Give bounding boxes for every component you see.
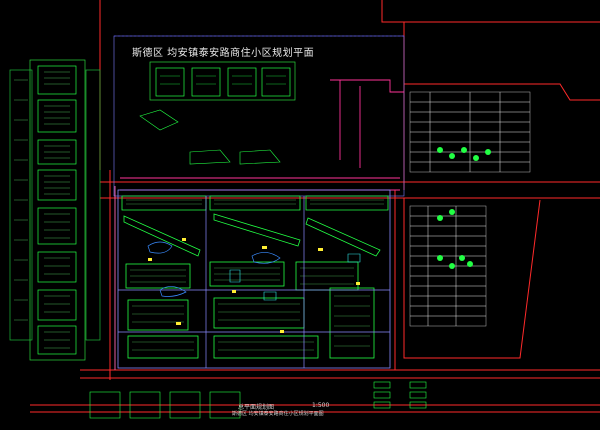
elevation-block-left bbox=[9, 59, 101, 361]
main-site-buildings bbox=[117, 189, 391, 369]
site-boundary-lines bbox=[30, 0, 600, 413]
bottom-subtitle: 斯德区 均安镇泰安路商住小区规划平面图 bbox=[232, 411, 324, 417]
cyan-accents bbox=[229, 253, 361, 301]
right-tree-icons-top bbox=[437, 147, 491, 161]
main-site-detail-strokes bbox=[126, 199, 384, 351]
unit-plans-top bbox=[149, 61, 296, 101]
bottom-scale: 1:500 bbox=[312, 402, 330, 409]
right-tree-icons-bottom bbox=[437, 209, 473, 269]
bottom-title: 总平面规划图 bbox=[238, 404, 275, 411]
legend-bottom-right bbox=[373, 381, 427, 409]
left-site-tree-lines bbox=[139, 109, 281, 165]
elevation-block-left-detail bbox=[14, 71, 70, 349]
main-site-roads-internal bbox=[118, 196, 390, 368]
bottom-unit-plans bbox=[89, 391, 241, 419]
right-table-bottom bbox=[409, 205, 487, 327]
drawing-title: 斯德区 均安镇泰安路商住小区规划平面 bbox=[132, 48, 315, 59]
highlight-markers bbox=[148, 238, 360, 333]
right-table-top bbox=[409, 91, 531, 173]
water-features bbox=[147, 241, 281, 297]
